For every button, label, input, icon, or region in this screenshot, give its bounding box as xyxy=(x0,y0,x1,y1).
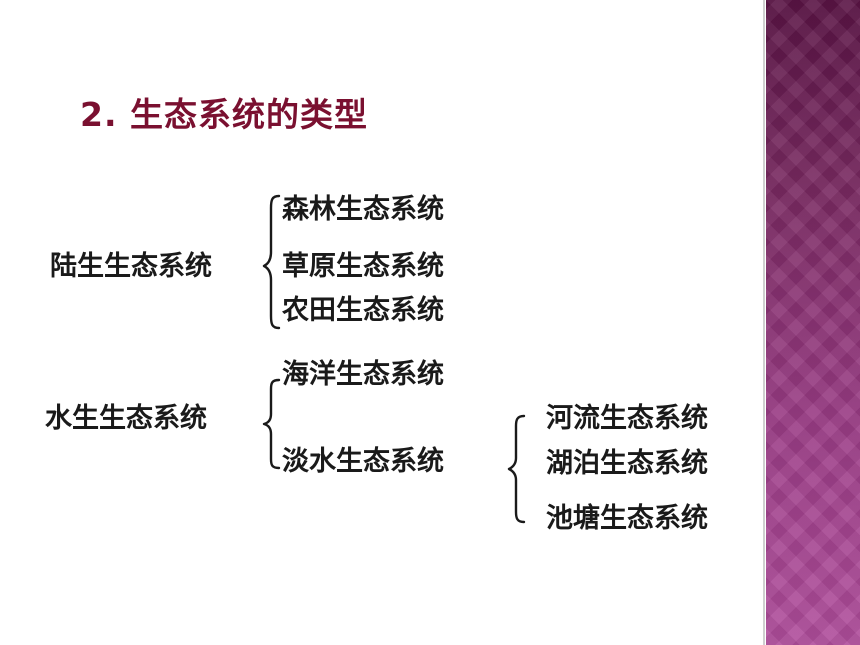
brace-aquatic xyxy=(262,378,281,470)
item-pond: 池塘生态系统 xyxy=(546,503,708,534)
item-river: 河流生态系统 xyxy=(546,403,708,434)
item-lake: 湖泊生态系统 xyxy=(546,448,708,479)
item-grassland: 草原生态系统 xyxy=(282,251,444,282)
side-decorative-band xyxy=(766,0,860,645)
group-label-aquatic: 水生生态系统 xyxy=(45,403,207,434)
brace-freshwater xyxy=(507,414,526,524)
slide-title: 2. 生态系统的类型 xyxy=(80,95,368,134)
item-freshwater: 淡水生态系统 xyxy=(282,446,444,477)
item-forest: 森林生态系统 xyxy=(282,194,444,225)
group-label-terrestrial: 陆生生态系统 xyxy=(50,251,212,282)
item-farmland: 农田生态系统 xyxy=(282,295,444,326)
brace-terrestrial xyxy=(262,194,281,330)
item-ocean: 海洋生态系统 xyxy=(282,359,444,390)
side-divider-line xyxy=(763,0,765,645)
